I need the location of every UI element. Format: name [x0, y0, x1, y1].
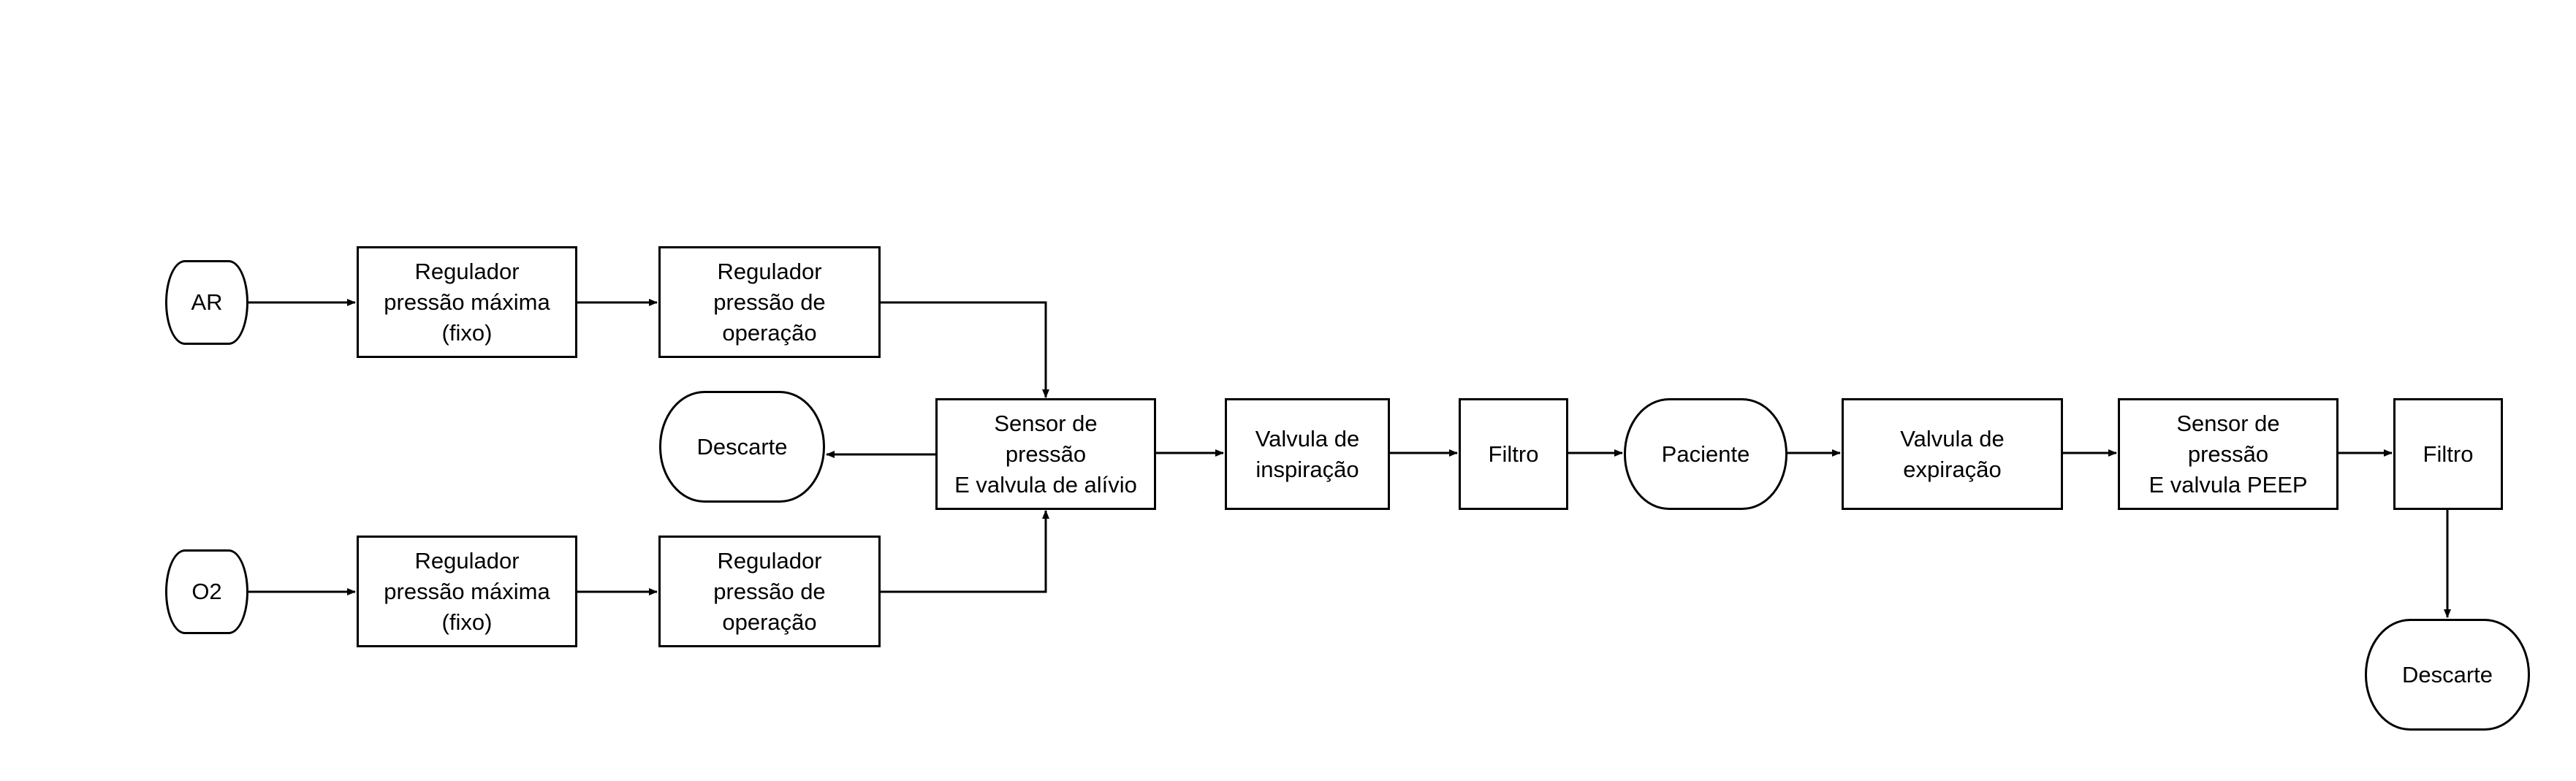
edge-reg-op-top-to-sensor-alivio [881, 301, 1049, 398]
regulator-max-pressure-bottom-node: Regulador pressão máxima (fixo) [357, 536, 577, 647]
regulator-max-pressure-top-node: Regulador pressão máxima (fixo) [357, 246, 577, 358]
regulator-operating-pressure-top-node: Regulador pressão de operação [658, 246, 881, 358]
source-o2-label: O2 [191, 579, 222, 604]
regulator-operating-pressure-bottom-node: Regulador pressão de operação [658, 536, 881, 647]
filter-1-node: Filtro [1459, 398, 1568, 510]
regulator-max-pressure-bottom-label: Regulador pressão máxima (fixo) [384, 547, 550, 635]
discard-left-node: Descarte [659, 391, 825, 503]
expiration-valve-node: Valvula de expiração [1842, 398, 2063, 510]
discard-left-label: Descarte [696, 433, 788, 460]
discard-right-node: Descarte [2365, 619, 2530, 731]
regulator-operating-pressure-bottom-label: Regulador pressão de operação [713, 547, 826, 635]
pressure-sensor-relief-valve-label: Sensor de pressão E valvula de alívio [954, 410, 1137, 498]
expiration-valve-label: Valvula de expiração [1900, 425, 2005, 482]
regulator-max-pressure-top-label: Regulador pressão máxima (fixo) [384, 258, 550, 346]
source-ar-node: AR [165, 260, 248, 345]
patient-node: Paciente [1624, 398, 1787, 510]
edge-reg-op-bottom-to-sensor-alivio [881, 510, 1049, 593]
filter-2-node: Filtro [2393, 398, 2503, 510]
source-ar-label: AR [191, 289, 223, 315]
inspiration-valve-node: Valvula de inspiração [1225, 398, 1390, 510]
pressure-sensor-peep-valve-node: Sensor de pressão E valvula PEEP [2118, 398, 2338, 510]
pressure-sensor-peep-valve-label: Sensor de pressão E valvula PEEP [2148, 410, 2308, 498]
patient-label: Paciente [1661, 441, 1750, 467]
pressure-sensor-relief-valve-node: Sensor de pressão E valvula de alívio [935, 398, 1156, 510]
filter-1-label: Filtro [1488, 441, 1539, 467]
inspiration-valve-label: Valvula de inspiração [1255, 425, 1360, 482]
regulator-operating-pressure-top-label: Regulador pressão de operação [713, 258, 826, 346]
discard-right-label: Descarte [2401, 661, 2493, 687]
source-o2-node: O2 [165, 549, 248, 634]
filter-2-label: Filtro [2423, 441, 2474, 467]
